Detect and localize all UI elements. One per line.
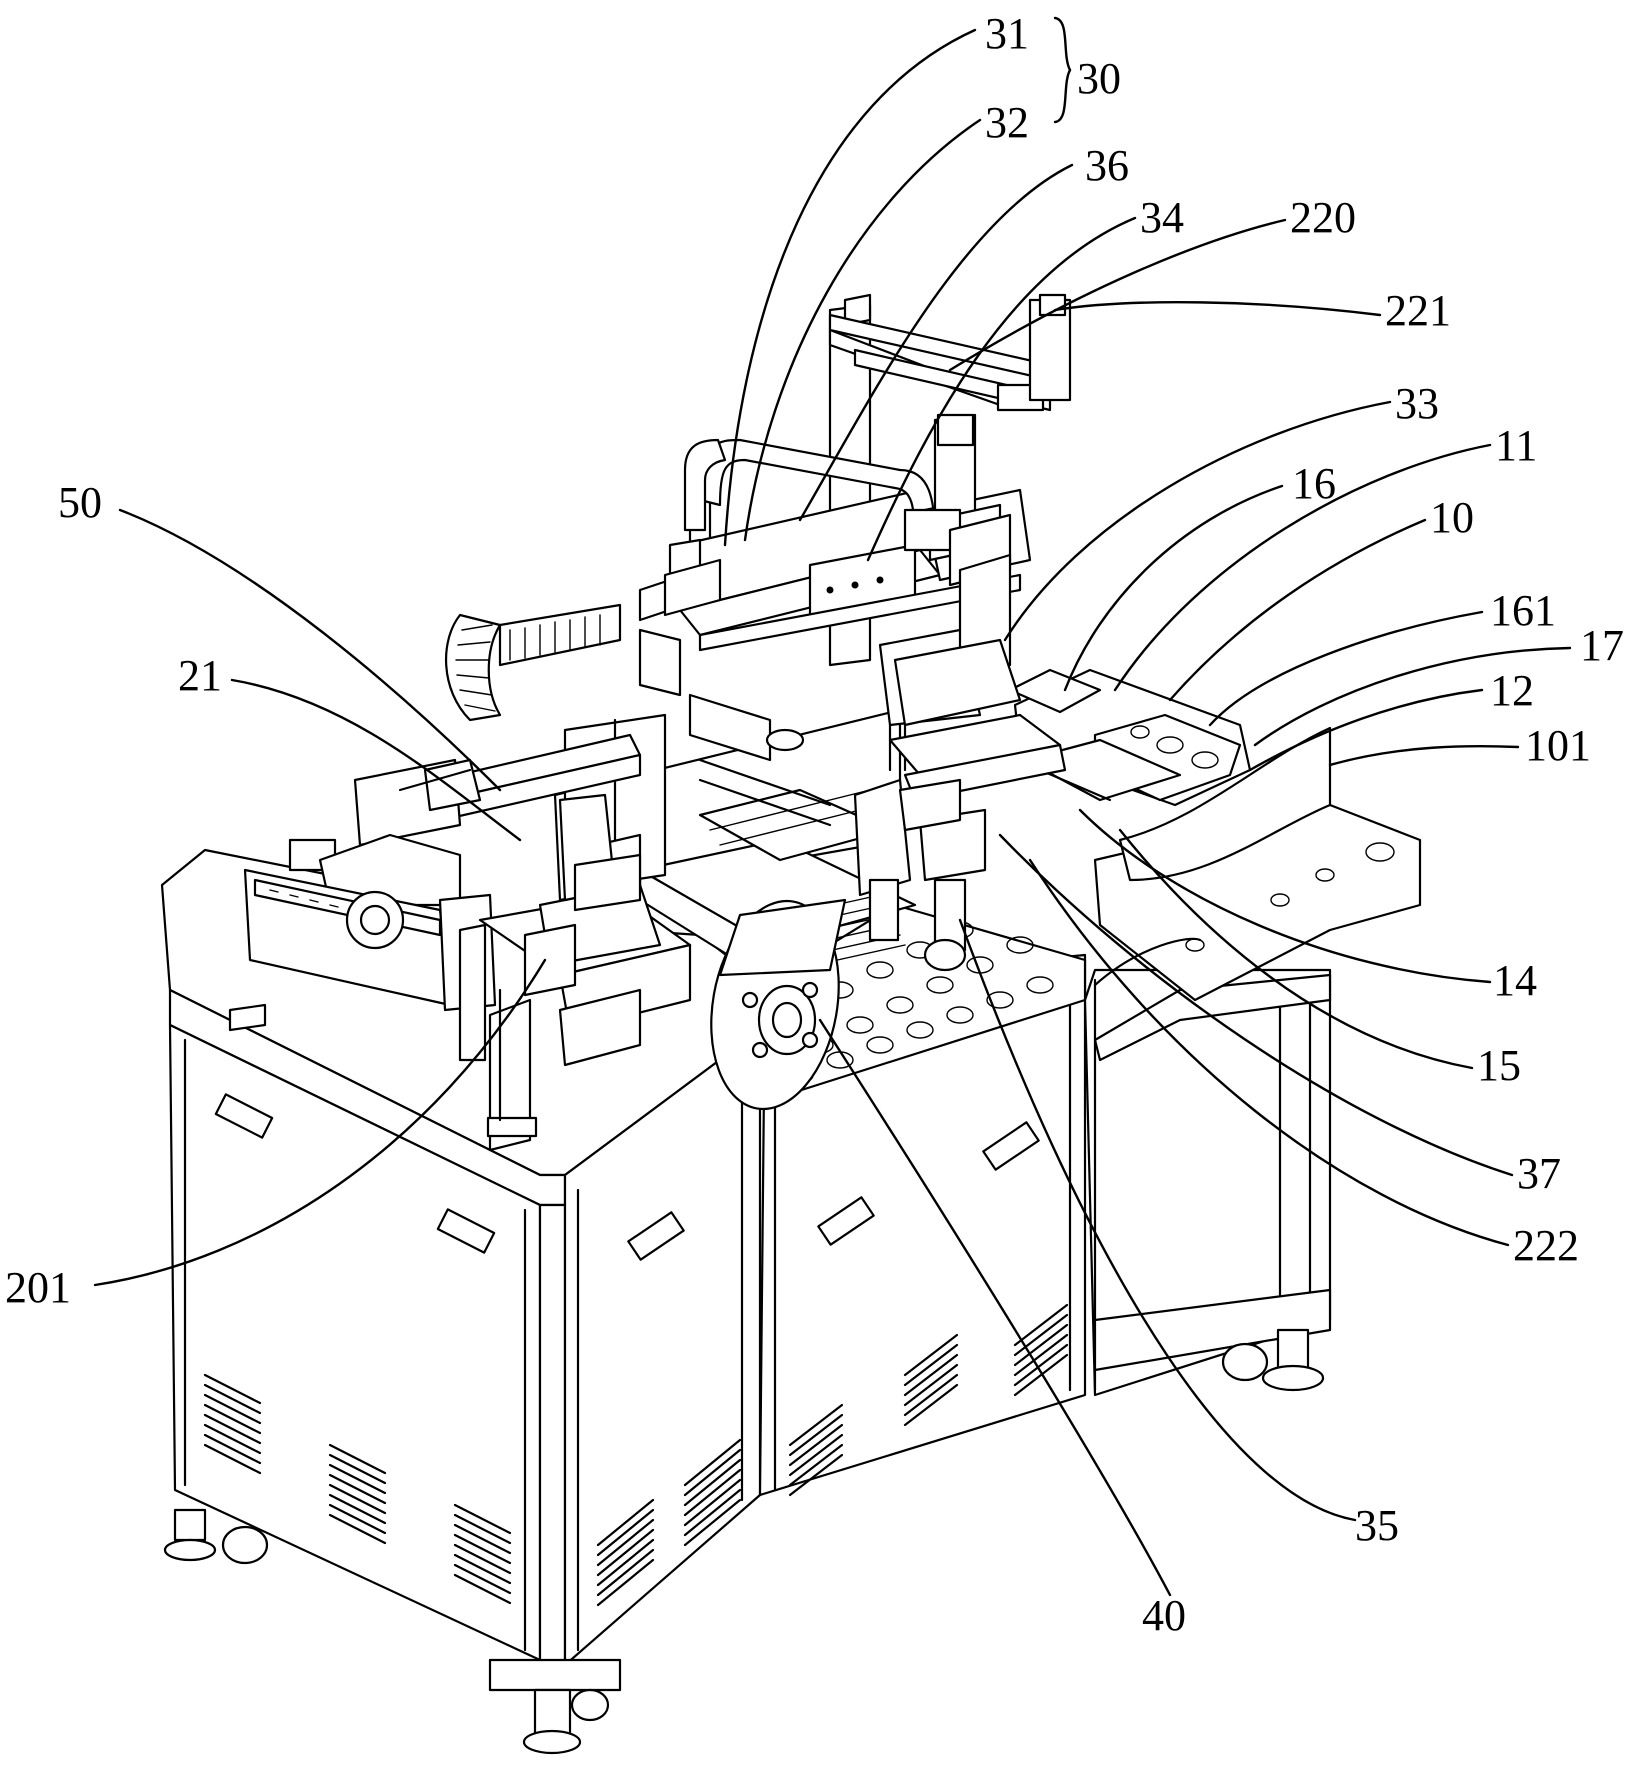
label-14: 14 (1493, 956, 1537, 1005)
label-37: 37 (1517, 1149, 1561, 1198)
right-frame (1085, 970, 1330, 1395)
label-35: 35 (1355, 1501, 1399, 1550)
label-34: 34 (1140, 193, 1184, 242)
label-15: 15 (1477, 1041, 1521, 1090)
brace-30 (1055, 18, 1070, 122)
label-220: 220 (1290, 193, 1356, 242)
label-11: 11 (1495, 421, 1537, 470)
caster-front (490, 1660, 620, 1753)
drag-chain (446, 605, 620, 720)
label-221: 221 (1385, 286, 1451, 335)
label-21: 21 (178, 651, 222, 700)
label-30: 30 (1077, 54, 1121, 103)
label-36: 36 (1085, 141, 1129, 190)
label-32: 32 (985, 98, 1029, 147)
label-33: 33 (1395, 379, 1439, 428)
label-101: 101 (1525, 721, 1591, 770)
label-50: 50 (58, 478, 102, 527)
label-16: 16 (1292, 459, 1336, 508)
label-222: 222 (1513, 1221, 1579, 1270)
label-40: 40 (1142, 1591, 1186, 1640)
label-161: 161 (1490, 586, 1556, 635)
label-201: 201 (5, 1263, 71, 1312)
label-17: 17 (1580, 621, 1624, 670)
label-31: 31 (985, 9, 1029, 58)
label-10: 10 (1430, 493, 1474, 542)
label-12: 12 (1490, 666, 1534, 715)
